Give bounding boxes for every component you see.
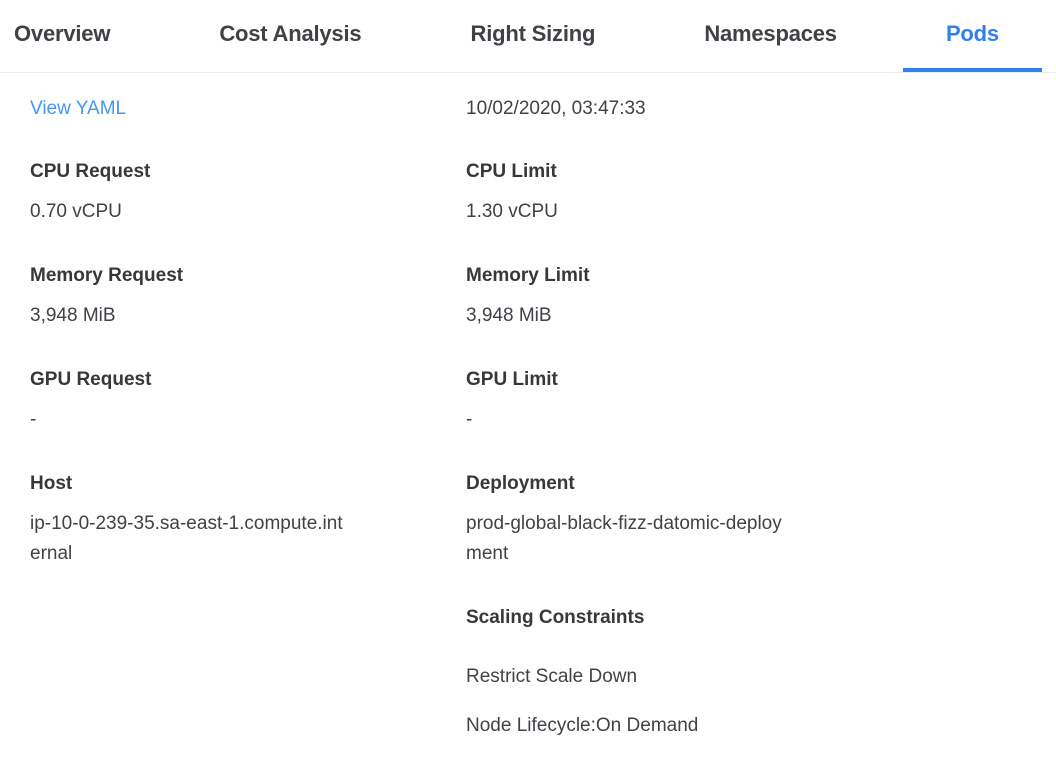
gpu-request-value: -: [30, 409, 37, 430]
view-yaml-link[interactable]: View YAML: [30, 98, 127, 119]
memory-limit-value: 3,948 MiB: [466, 305, 552, 326]
tab-overview[interactable]: Overview: [14, 21, 111, 46]
memory-request-label: Memory Request: [30, 265, 184, 286]
deployment-label: Deployment: [466, 473, 575, 494]
field-gpu-request: GPU Request -: [30, 365, 370, 435]
tab-bar: Overview Cost Analysis Right Sizing Name…: [0, 0, 1056, 73]
view-yaml-row: View YAML: [30, 94, 370, 123]
timestamp: 10/02/2020, 03:47:33: [466, 98, 646, 119]
field-cpu-request: CPU Request 0.70 vCPU: [30, 157, 370, 227]
cpu-limit-value: 1.30 vCPU: [466, 201, 558, 222]
field-gpu-limit: GPU Limit -: [466, 365, 886, 435]
field-host: Host ip-10-0-239-35.sa-east-1.compute.in…: [30, 469, 370, 569]
host-label: Host: [30, 473, 73, 494]
field-memory-request: Memory Request 3,948 MiB: [30, 261, 370, 331]
field-cpu-limit: CPU Limit 1.30 vCPU: [466, 157, 886, 227]
gpu-limit-label: GPU Limit: [466, 369, 558, 390]
deployment-link[interactable]: prod-global-black-fizz-datomic-deploymen…: [466, 513, 782, 564]
gpu-request-label: GPU Request: [30, 369, 152, 390]
scaling-constraint-node-lifecycle: Node Lifecycle:On Demand: [466, 715, 699, 736]
cpu-request-label: CPU Request: [30, 161, 151, 182]
cpu-request-value: 0.70 vCPU: [30, 201, 122, 222]
tab-pods[interactable]: Pods: [902, 0, 1042, 72]
field-memory-limit: Memory Limit 3,948 MiB: [466, 261, 886, 331]
field-deployment: Deployment prod-global-black-fizz-datomi…: [466, 469, 886, 569]
scaling-constraint-restrict-scale-down: Restrict Scale Down: [466, 666, 638, 687]
scaling-constraints-label: Scaling Constraints: [466, 607, 645, 628]
tab-cost-analysis[interactable]: Cost Analysis: [219, 21, 362, 46]
memory-request-value: 3,948 MiB: [30, 305, 116, 326]
tab-namespaces[interactable]: Namespaces: [704, 21, 837, 46]
memory-limit-label: Memory Limit: [466, 265, 590, 286]
tab-right-sizing[interactable]: Right Sizing: [470, 21, 596, 46]
host-link[interactable]: ip-10-0-239-35.sa-east-1.compute.interna…: [30, 513, 343, 564]
details-left-column: View YAML CPU Request 0.70 vCPU Memory R…: [30, 94, 370, 758]
cpu-limit-label: CPU Limit: [466, 161, 557, 182]
details-right-column: 10/02/2020, 03:47:33 CPU Limit 1.30 vCPU…: [466, 94, 886, 758]
gpu-limit-value: -: [466, 409, 473, 430]
pod-details-panel: View YAML CPU Request 0.70 vCPU Memory R…: [0, 73, 1056, 758]
